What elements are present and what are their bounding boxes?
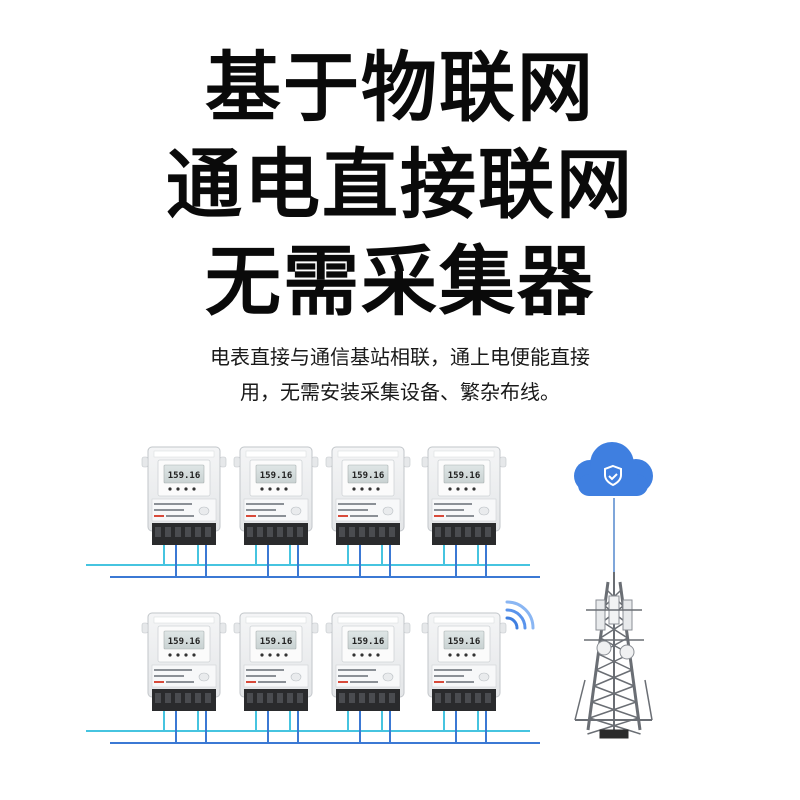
meter-reading: 159.16 xyxy=(168,471,201,481)
meter-reading: 159.16 xyxy=(448,637,481,647)
meter-reading: 159.16 xyxy=(352,637,385,647)
electric-meter: 159.16 xyxy=(141,612,227,743)
wifi-signal-icon xyxy=(505,600,535,630)
electric-meter: 159.16 xyxy=(325,446,411,577)
meter-reading: 159.16 xyxy=(448,471,481,481)
cell-tower-icon xyxy=(574,572,653,739)
electric-meter: 159.16 xyxy=(421,612,507,743)
headline-line-1: 基于物联网 xyxy=(205,43,595,132)
meter-reading: 159.16 xyxy=(260,471,293,481)
meter-reading: 159.16 xyxy=(260,637,293,647)
subtitle-line-1: 电表直接与通信基站相联，通上电便能直接 xyxy=(210,345,590,369)
electric-meter: 159.16 xyxy=(325,612,411,743)
electric-meter: 159.16 xyxy=(141,446,227,577)
headline-line-2: 通电直接联网 xyxy=(166,140,634,229)
electric-meter: 159.16 xyxy=(233,446,319,577)
subtitle-line-2: 用，无需安装采集设备、繁杂布线。 xyxy=(240,380,560,404)
electric-meter: 159.16 xyxy=(233,612,319,743)
meters-group: 159.16 159.16 159.16 159.16 159.16 159.16 159.… xyxy=(141,446,507,743)
cloud-shield-icon xyxy=(574,442,653,572)
headline-line-3: 无需采集器 xyxy=(205,237,595,326)
electric-meter: 159.16 xyxy=(421,446,507,577)
meter-reading: 159.16 xyxy=(352,471,385,481)
meter-reading: 159.16 xyxy=(168,637,201,647)
